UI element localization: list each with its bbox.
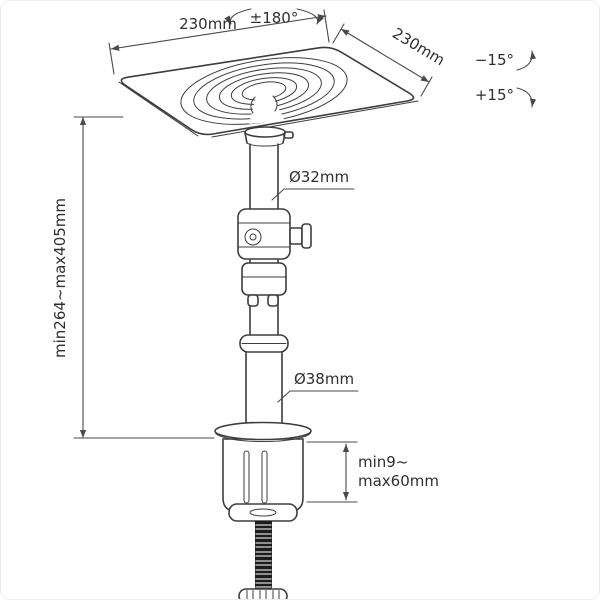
height-adjustment-clamp [237, 208, 312, 307]
ring-gap [249, 93, 285, 124]
clamp-slot-right [261, 450, 268, 504]
lower-pole-diameter-label: Ø38mm [294, 370, 354, 388]
lower-pole-diameter-callout: Ø38mm [277, 370, 359, 403]
knob-knurling [246, 590, 280, 599]
rotation-arrow-right-icon [296, 8, 324, 25]
desk-clamp [214, 421, 312, 522]
screw-knob [238, 588, 288, 599]
lower-pole [245, 351, 283, 430]
ring-gap-curls [250, 95, 278, 114]
clamp-front-face [222, 438, 304, 512]
top-width-dimension: 230mm [108, 9, 330, 75]
upper-pole-diameter-label: Ø32mm [289, 168, 349, 186]
clamp-top-plate [214, 421, 312, 441]
tilt-negative-label: −15° [475, 51, 514, 69]
clamp-pivot [244, 228, 262, 246]
clamp-range-label-line2: max60mm [358, 472, 439, 490]
tension-knob [301, 223, 312, 249]
collar-ring [239, 334, 289, 353]
top-plate [118, 46, 419, 147]
tilt-positive-label: +15° [475, 86, 514, 104]
clamp-top-plate-lip [215, 432, 311, 443]
tilt-down-arrow-icon [516, 87, 537, 108]
upper-pole-diameter-callout: Ø32mm [271, 168, 355, 201]
clamp-lower-body [241, 262, 287, 296]
height-dimension: min264~max405mm [51, 116, 215, 439]
clamp-slot-left [243, 450, 250, 504]
screw-boss [249, 508, 277, 517]
clamp-foot-left [247, 294, 259, 307]
clamp-foot-right [267, 294, 279, 307]
height-range-label: min264~max405mm [51, 198, 69, 358]
clamp-range-label-line1: min9~ [358, 453, 408, 471]
clamp-screw [238, 521, 288, 599]
tilt-up-arrow-icon [516, 50, 537, 71]
tilt-indicator: −15° +15° [475, 50, 537, 108]
plate-surface [120, 46, 415, 136]
clamp-range-dimension: min9~ max60mm [306, 441, 439, 503]
clamp-bottom-arm [228, 503, 298, 522]
plate-hinge [244, 126, 294, 147]
thread-lines [255, 524, 272, 588]
tension-knob-neck [289, 227, 303, 245]
top-width-label: 230mm [179, 15, 237, 33]
side-depth-label: 230mm [389, 24, 448, 69]
